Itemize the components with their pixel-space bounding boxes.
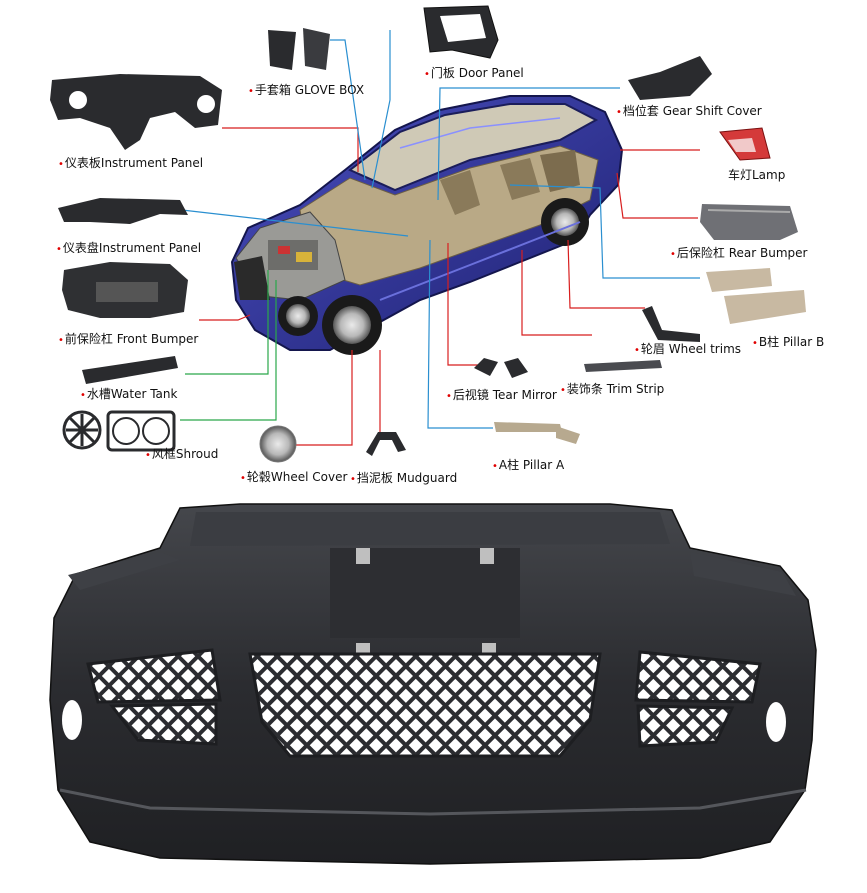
car-cutaway <box>230 95 624 355</box>
label-water-tank: •水槽Water Tank <box>80 387 178 401</box>
label-door-panel: •门板 Door Panel <box>424 66 524 80</box>
part-thumbnails <box>50 5 806 463</box>
leader-lines <box>180 30 700 446</box>
label-glove-box: •手套箱 GLOVE BOX <box>248 83 365 97</box>
label-wheel-trims: •轮眉 Wheel trims <box>634 342 742 356</box>
label-a-pillar: •A柱 Pillar A <box>492 458 565 472</box>
label-rear-bumper: •后保险杠 Rear Bumper <box>670 246 808 260</box>
label-mudguard: •挡泥板 Mudguard <box>350 471 458 485</box>
label-b-pillar: •B柱 Pillar B <box>752 335 825 349</box>
label-instrument-panel-2: •仪表盘Instrument Panel <box>56 241 202 255</box>
label-gear-shift-cover: •档位套 Gear Shift Cover <box>616 104 762 118</box>
label-wheel-cover: •轮毂Wheel Cover <box>240 470 348 484</box>
label-tear-mirror: •后视镜 Tear Mirror <box>446 388 557 402</box>
label-shroud: •风框Shroud <box>145 447 219 461</box>
front-bumper-large <box>49 503 817 865</box>
label-trim-strip: •装饰条 Trim Strip <box>560 382 665 396</box>
label-lamp: 车灯Lamp <box>728 168 786 182</box>
label-front-bumper: •前保险杠 Front Bumper <box>58 332 199 346</box>
label-instrument-panel-1: •仪表板Instrument Panel <box>58 156 204 170</box>
